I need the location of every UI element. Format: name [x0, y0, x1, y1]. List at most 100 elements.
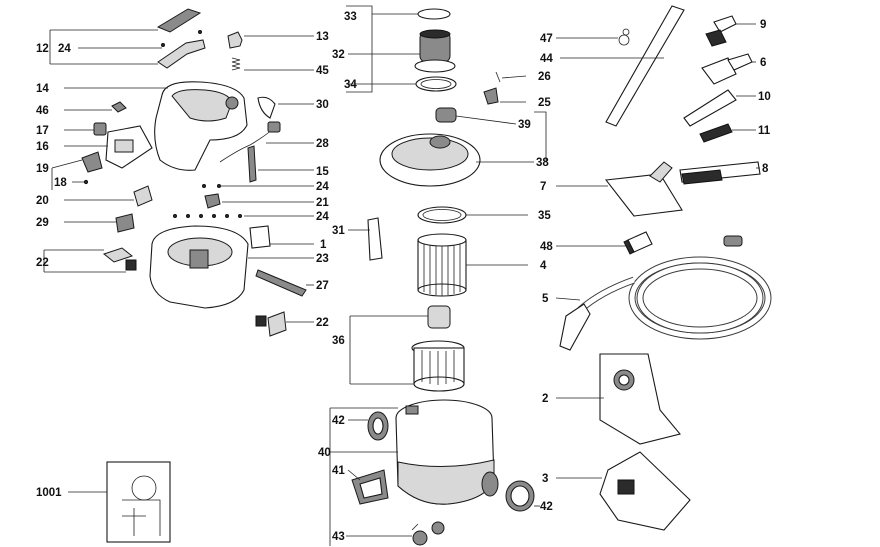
- top-ring-part: [417, 8, 451, 20]
- screw-row-part: [173, 184, 242, 218]
- callout-36: 36: [332, 335, 345, 347]
- callout-23: 23: [316, 253, 329, 265]
- power-cable-part: [219, 121, 281, 163]
- upper-housing-part: [154, 81, 248, 171]
- filter-seal-part: [417, 206, 467, 224]
- dust-container-part: [395, 399, 499, 505]
- callout-47: 47: [540, 33, 553, 45]
- callout-13: 13: [316, 31, 329, 43]
- callout-14: 14: [36, 83, 49, 95]
- callout-22-right: 22: [316, 317, 329, 329]
- callout-18: 18: [54, 177, 67, 189]
- dust-bag-part: [599, 353, 681, 445]
- callout-31: 31: [332, 225, 345, 237]
- callout-4: 4: [540, 260, 547, 272]
- callout-33: 33: [344, 11, 357, 23]
- motor-housing-part: [149, 225, 249, 309]
- float-valve-part: [483, 87, 499, 105]
- callout-45: 45: [316, 65, 329, 77]
- callout-21: 21: [316, 197, 329, 209]
- callout-12: 12: [36, 43, 49, 55]
- callout-7: 7: [540, 181, 546, 193]
- callout-1001: 1001: [36, 487, 62, 499]
- upholstery-nozzle-part: [701, 53, 753, 85]
- callout-labels: 12 24 13 45 14 30 46 17 28 16 19 15 18 2…: [36, 11, 771, 543]
- clip-part: [227, 31, 243, 49]
- callout-28: 28: [316, 138, 329, 150]
- callout-35: 35: [538, 210, 551, 222]
- suction-tube-part: [605, 5, 685, 127]
- side-cap-lower-part: [505, 480, 535, 512]
- gasket-plate-part: [255, 311, 287, 337]
- callout-32: 32: [332, 49, 345, 61]
- callout-27: 27: [316, 280, 329, 292]
- callout-6: 6: [760, 57, 766, 69]
- control-panel-part: [105, 125, 153, 169]
- cable-clamp-part: [247, 145, 257, 183]
- wiring-diagram-box: [106, 461, 171, 543]
- filter-cartridge-part: [417, 233, 467, 297]
- callout-16: 16: [36, 141, 49, 153]
- callout-20: 20: [36, 195, 49, 207]
- brush-strip-part: [699, 123, 733, 143]
- callout-41: 41: [332, 465, 345, 477]
- round-brush-part: [705, 15, 737, 47]
- fan-housing-part: [435, 107, 457, 123]
- small-bracket-part: [111, 101, 127, 113]
- strap-part: [255, 269, 307, 297]
- callout-24-low: 24: [316, 211, 329, 223]
- callout-40: 40: [318, 447, 331, 459]
- callout-24-mid: 24: [316, 181, 329, 193]
- callout-44: 44: [540, 53, 553, 65]
- callout-22-left: 22: [36, 257, 49, 269]
- filter-holder-part: [367, 217, 383, 261]
- suction-hose-part: [559, 235, 772, 351]
- pcb-part: [115, 213, 135, 233]
- callout-24-top: 24: [58, 43, 71, 55]
- floor-brush-part: [679, 161, 761, 185]
- callout-15: 15: [316, 166, 329, 178]
- callout-42-upper: 42: [332, 415, 345, 427]
- carry-handle-part: [156, 8, 202, 33]
- bracket-41-part: [351, 469, 389, 505]
- callout-26: 26: [538, 71, 551, 83]
- callout-48: 48: [540, 241, 553, 253]
- castor-part: [411, 521, 445, 546]
- small-spring-part: [495, 71, 501, 83]
- switch-part: [93, 122, 107, 136]
- callout-30: 30: [316, 99, 329, 111]
- motor-part: [414, 29, 456, 73]
- callout-8: 8: [762, 163, 769, 175]
- callout-1: 1: [320, 239, 327, 251]
- floor-nozzle-part: [604, 161, 683, 217]
- callout-17: 17: [36, 125, 49, 137]
- callout-43: 43: [332, 531, 345, 543]
- callout-46: 46: [36, 105, 49, 117]
- motor-plate-part: [379, 133, 481, 187]
- hook-part: [618, 28, 630, 46]
- callout-10: 10: [758, 91, 771, 103]
- float-cage-part: [411, 305, 465, 392]
- callout-34: 34: [344, 79, 357, 91]
- handle-frame-part: [157, 30, 206, 69]
- callout-29: 29: [36, 217, 49, 229]
- type-label-part: [249, 225, 271, 249]
- callout-11: 11: [758, 125, 771, 137]
- hose-connector-part: [623, 231, 653, 255]
- callout-2: 2: [542, 393, 548, 405]
- side-cap-upper-part: [367, 411, 389, 441]
- callout-42-lower: 42: [540, 501, 553, 513]
- cover-plate-part: [133, 185, 153, 207]
- leader-lines: [43, 5, 760, 546]
- callout-19: 19: [36, 163, 49, 175]
- callout-39: 39: [518, 119, 531, 131]
- callout-3: 3: [542, 473, 548, 485]
- sealing-plate-part: [102, 247, 137, 271]
- fleece-bag-part: [599, 451, 691, 531]
- cover-flap-part: [257, 96, 276, 119]
- motor-seal-part: [415, 76, 457, 92]
- switch-box-part: [81, 151, 103, 185]
- latch-part: [204, 193, 221, 209]
- callout-5: 5: [542, 293, 549, 305]
